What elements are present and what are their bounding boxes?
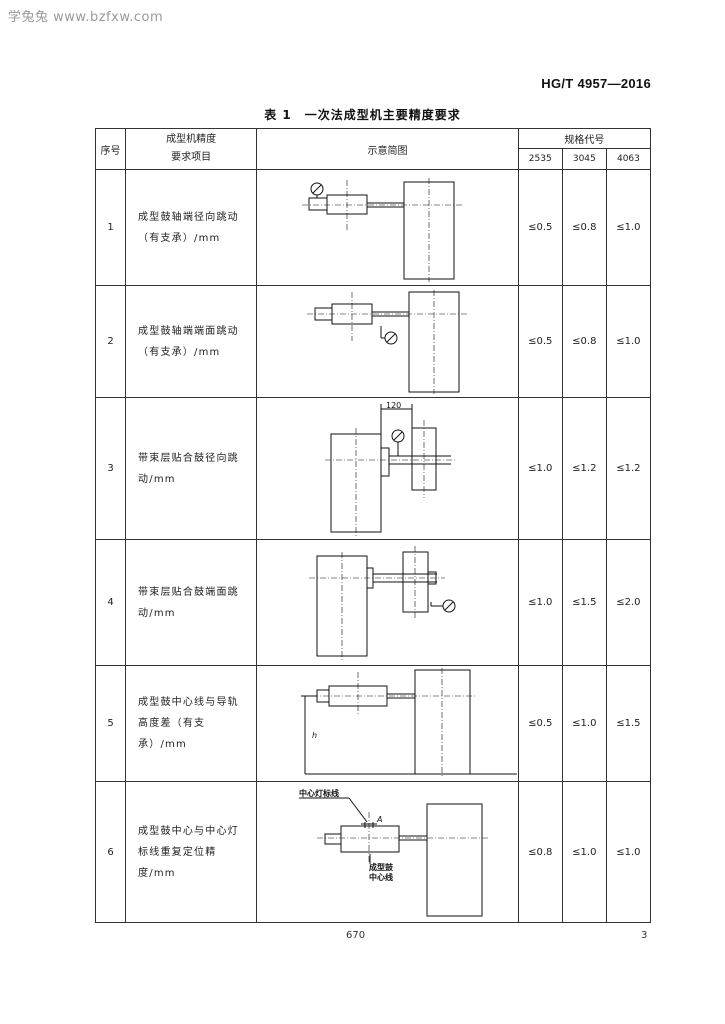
row-value: ≤1.0 [605,781,652,923]
row-value: ≤0.8 [517,781,563,923]
row-value: ≤1.5 [561,539,607,666]
row-value: ≤1.0 [605,285,652,398]
row-value: ≤0.8 [561,169,607,286]
standard-code: HG/T 4957—2016 [541,76,651,91]
row-value: ≤1.2 [561,397,607,540]
row-item-text: 成型鼓轴端径向跳动（有支承）/mm [138,211,239,244]
row-figure: h [256,665,519,782]
row-value: ≤1.5 [605,665,652,782]
row-figure: 中心灯标线 A 成型鼓 中心线 [256,781,519,923]
row-value: ≤1.2 [605,397,652,540]
belt-drum-face-runout-diagram [309,546,456,660]
table-row: 6 成型鼓中心与中心灯标线重复定位精度/mm 中心灯标线 A 成型鼓 中心线 [94,781,652,923]
row-item-text: 成型鼓中心与中心灯标线重复定位精度/mm [138,825,239,879]
table-row: 2 成型鼓轴端端面跳动（有支承）/mm [94,285,652,398]
watermark: 学兔兔 www.bzfxw.com [8,10,164,25]
row-item-text: 成型鼓轴端端面跳动（有支承）/mm [138,325,239,358]
row-value: ≤0.5 [517,665,563,782]
row-value: ≤0.8 [561,285,607,398]
center-lamp-positioning-diagram: 中心灯标线 A 成型鼓 中心线 [299,788,490,917]
row-value: ≤2.0 [605,539,652,666]
precision-requirements-table: 序号 成型机精度 要求项目 示意简图 规格代号 2535 3045 4063 1… [94,128,652,923]
row-item: 带束层贴合鼓径向跳动/mm [125,397,258,540]
table-row: 4 带束层贴合鼓端面跳动/mm [94,539,652,666]
header-figure: 示意简图 [256,128,519,170]
row-number: 4 [94,539,127,666]
row-value: ≤1.0 [517,397,563,540]
label-center-lamp-line: 中心灯标线 [299,788,339,798]
row-figure [256,169,519,286]
header-no: 序号 [94,128,127,170]
belt-drum-radial-runout-diagram: 120 [325,401,458,536]
footer-center-mark: 670 [346,930,366,941]
table-row: 3 带束层贴合鼓径向跳动/mm [94,397,652,540]
row-number: 2 [94,285,127,398]
header-item-line1: 成型机精度 [166,134,217,145]
label-drum-center-line-1: 成型鼓 [369,862,394,872]
row-value: ≤1.0 [561,781,607,923]
header-spec-code: 4063 [605,148,652,170]
row-figure [256,539,519,666]
row-value: ≤0.5 [517,169,563,286]
table-row: 1 成型鼓轴端径向跳动（有支承）/mm [94,169,652,286]
dimension-120: 120 [386,401,401,410]
table-row: 5 成型鼓中心线与导轨高度差（有支承）/mm h [94,665,652,782]
row-number: 5 [94,665,127,782]
row-number: 3 [94,397,127,540]
header-item-line2: 要求项目 [171,152,212,163]
row-item: 成型鼓中心线与导轨高度差（有支承）/mm [125,665,258,782]
drum-height-difference-diagram: h [301,668,518,778]
row-item: 成型鼓轴端径向跳动（有支承）/mm [125,169,258,286]
header-spec-group: 规格代号 [517,128,652,149]
row-item-text: 成型鼓中心线与导轨高度差（有支承）/mm [138,697,239,750]
row-item-text: 带束层贴合鼓径向跳动/mm [138,452,239,485]
row-value: ≤0.5 [517,285,563,398]
table-title: 表 1 一次法成型机主要精度要求 [264,108,461,122]
label-drum-center-line-2: 中心线 [369,872,393,882]
header-item: 成型机精度 要求项目 [125,128,258,170]
row-number: 1 [94,169,127,286]
radial-runout-diagram [302,178,464,282]
dimension-h: h [312,731,317,740]
row-item: 带束层贴合鼓端面跳动/mm [125,539,258,666]
row-item: 成型鼓轴端端面跳动（有支承）/mm [125,285,258,398]
row-value: ≤1.0 [517,539,563,666]
row-value: ≤1.0 [605,169,652,286]
header-spec-code: 2535 [517,148,563,170]
face-runout-diagram [307,290,468,394]
row-item-text: 带束层贴合鼓端面跳动/mm [138,586,239,619]
dimension-A: A [376,815,382,824]
row-figure [256,285,519,398]
row-figure: 120 [256,397,519,540]
row-number: 6 [94,781,127,923]
page-number: 3 [641,930,648,941]
row-value: ≤1.0 [561,665,607,782]
header-spec-code: 3045 [561,148,607,170]
row-item: 成型鼓中心与中心灯标线重复定位精度/mm [125,781,258,923]
